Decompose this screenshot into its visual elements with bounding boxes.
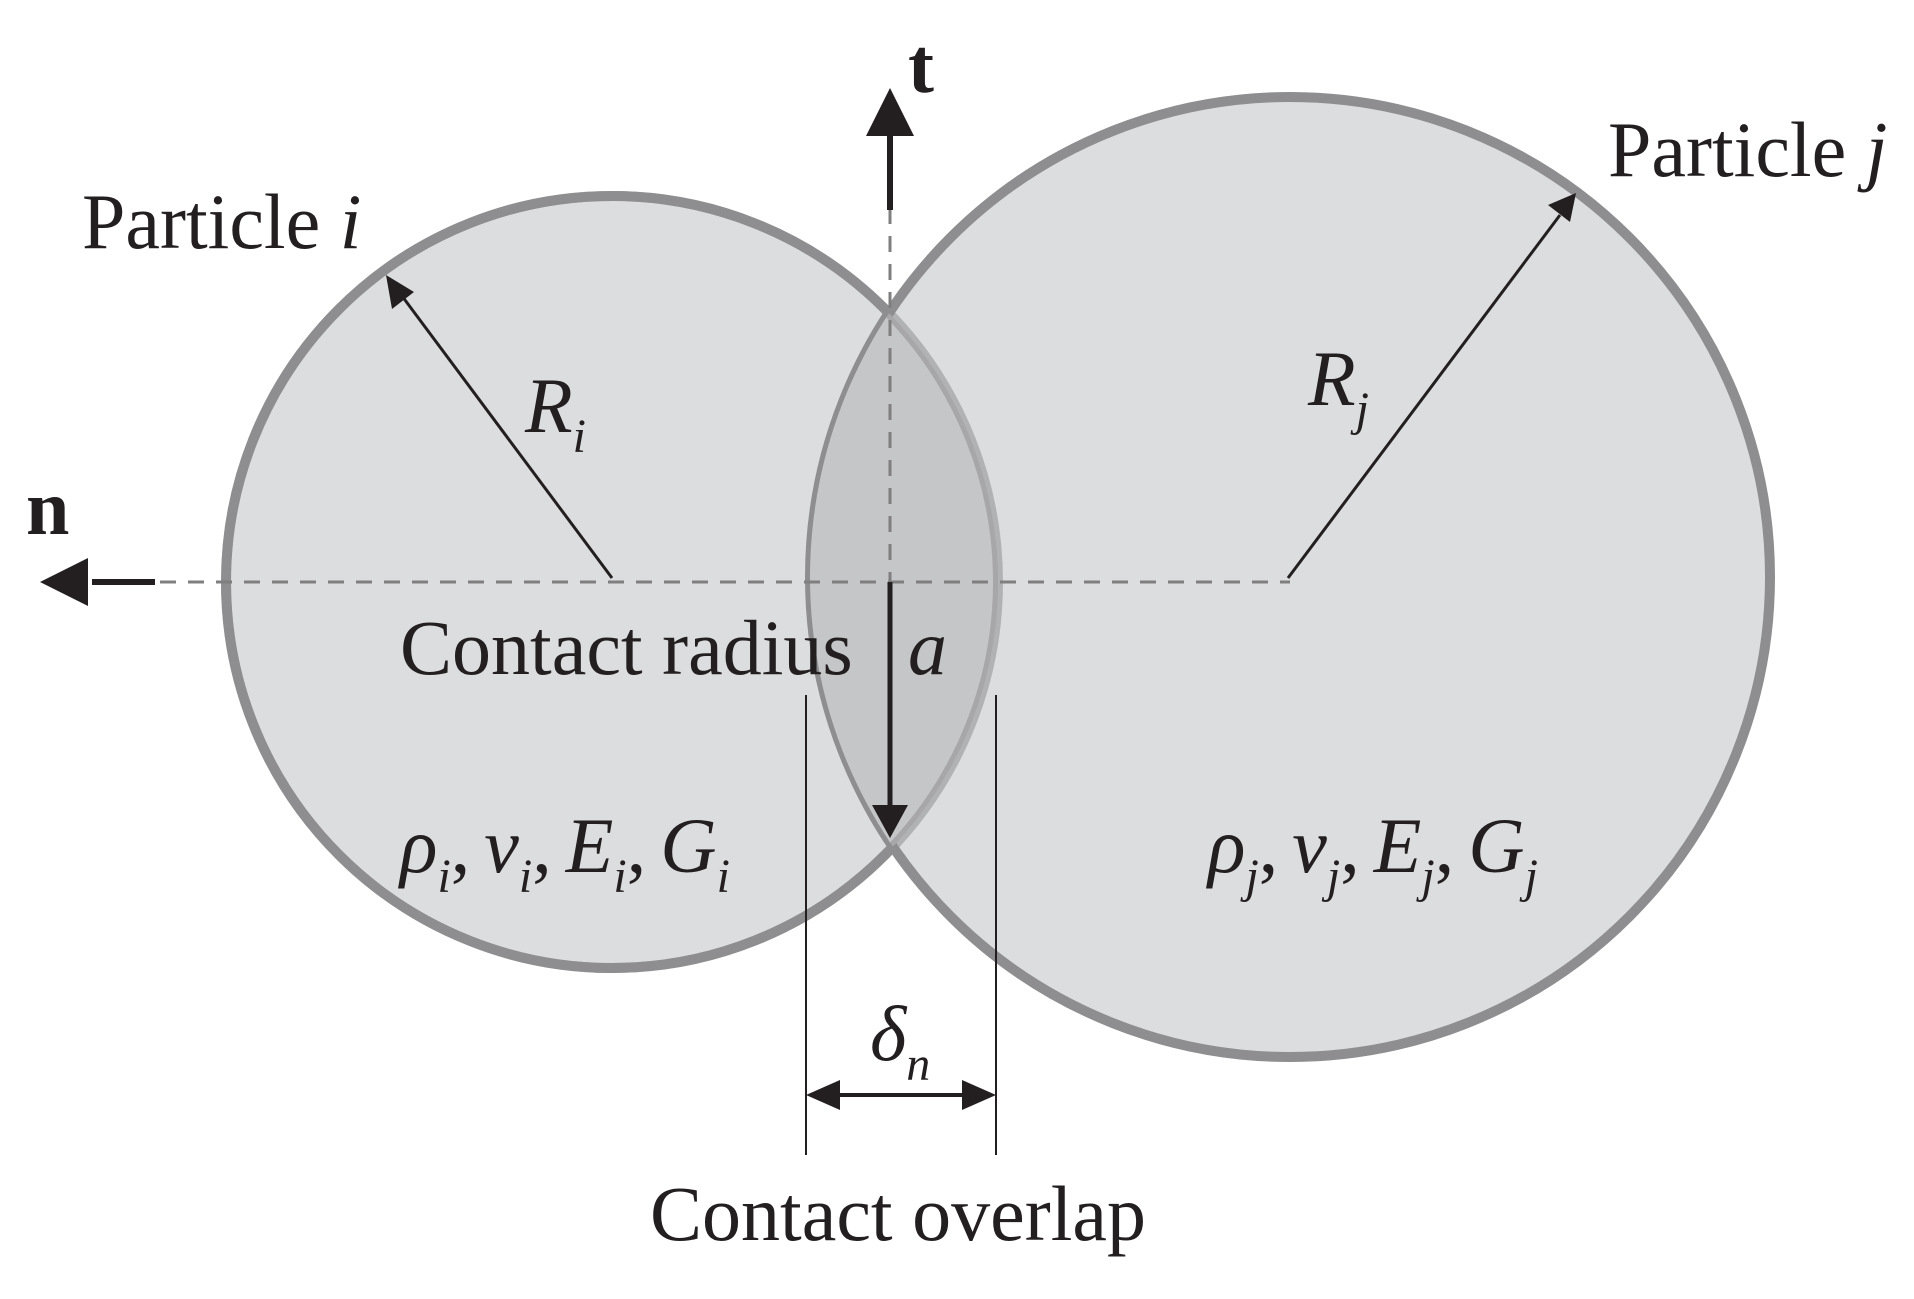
property-separator: , [1259, 802, 1279, 889]
particle-i-properties: ρi,vi,Ei,Gi [398, 802, 730, 903]
contact-radius-label: Contact radius [400, 604, 853, 691]
t-arrow-head [866, 88, 914, 136]
radius-i-arrow-head [386, 275, 414, 309]
property-symbol: G [660, 802, 716, 889]
property-symbol: ρ [1206, 802, 1245, 889]
property-subscript: i [437, 850, 450, 903]
overlap-symbol: δn [870, 990, 930, 1091]
overlap-arrow-right [962, 1080, 996, 1110]
contact-radius-symbol: a [908, 604, 947, 691]
radius-i-label: Ri [524, 362, 586, 463]
particle-j-properties: ρj,vj,Ej,Gj [1206, 802, 1538, 903]
property-separator: , [451, 802, 471, 889]
property-symbol: v [1292, 802, 1327, 889]
property-symbol: E [1373, 802, 1422, 889]
property-symbol: ρ [398, 802, 437, 889]
property-symbol: v [484, 802, 519, 889]
radius-j-label: Rj [1307, 335, 1369, 436]
property-symbol: G [1468, 802, 1524, 889]
property-subscript: i [717, 850, 730, 903]
particle-j-label: Particle j [1608, 106, 1887, 193]
n-arrow-head [40, 558, 88, 606]
radius-j-arrow-head [1548, 193, 1576, 222]
property-separator: , [1340, 802, 1360, 889]
property-separator: , [532, 802, 552, 889]
contact-radius-arrow-head [872, 805, 908, 838]
overlap-arrow-left [806, 1080, 840, 1110]
property-separator: , [1435, 802, 1455, 889]
property-symbol: E [565, 802, 614, 889]
contact-overlap-label: Contact overlap [650, 1170, 1146, 1257]
property-subscript: i [519, 850, 532, 903]
t-axis-label: t [908, 22, 934, 109]
particle-i-label: Particle i [82, 178, 361, 265]
radius-i-arrow-shaft [400, 295, 614, 579]
property-separator: , [627, 802, 647, 889]
n-axis-label: n [26, 464, 69, 551]
radius-j-arrow-shaft [1286, 214, 1562, 579]
property-subscript: i [613, 850, 626, 903]
